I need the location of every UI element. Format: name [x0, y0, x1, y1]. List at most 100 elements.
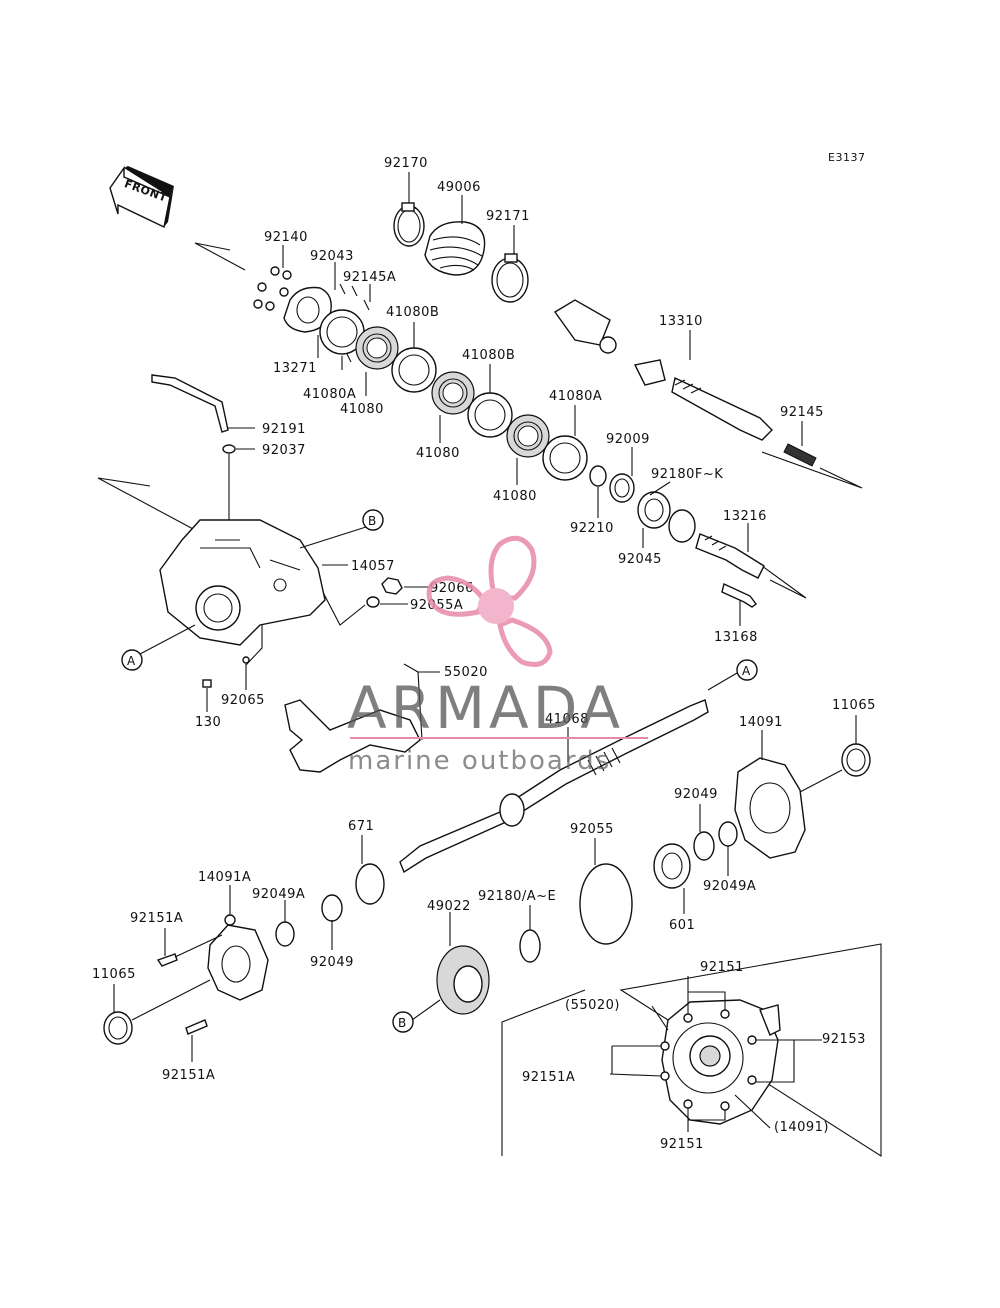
label-11065-right: 11065	[832, 698, 876, 713]
label-92170: 92170	[384, 156, 428, 171]
label-92065: 92065	[221, 693, 265, 708]
label-49022: 49022	[427, 899, 471, 914]
label-41080A-2: 41080A	[549, 389, 602, 404]
label-92140: 92140	[264, 230, 308, 245]
label-92180AE: 92180/A~E	[478, 889, 556, 904]
part-ring-92037	[222, 444, 255, 520]
part-pins-92145A	[339, 283, 371, 363]
label-92049-left: 92049	[310, 955, 354, 970]
label-92066: 92066	[430, 581, 474, 596]
label-92145A: 92145A	[343, 270, 396, 285]
ref-circle-b-top: B	[299, 509, 384, 549]
part-shaft-13310	[553, 299, 773, 441]
diagram-code: E3137	[828, 151, 865, 164]
label-92049A-left: 92049A	[252, 887, 305, 902]
inset-detail: 92151 (55020) 92153 92151A (14091) 92151	[501, 943, 882, 1158]
part-bearing-601	[653, 843, 691, 914]
label-13168: 13168	[714, 630, 758, 645]
ref-circle-a-right: A	[707, 659, 758, 691]
label-92009: 92009	[606, 432, 650, 447]
ref-letter-b-top: B	[368, 514, 376, 528]
label-49006: 49006	[437, 180, 481, 195]
label-41080B-2: 41080B	[462, 348, 515, 363]
label-41080-1: 41080	[340, 402, 384, 417]
part-ring-92049A-right	[718, 821, 738, 876]
part-bolt-92151A-bottom	[185, 1019, 208, 1062]
ref-circle-b-bottom: B	[392, 1011, 414, 1033]
label-14091: 14091	[739, 715, 783, 730]
watermark: ARMADA marine outboards	[347, 535, 648, 776]
guide-lines	[97, 242, 863, 666]
part-shim-92180AE	[519, 905, 541, 963]
inset-label-92151-top: 92151	[700, 960, 744, 975]
label-41080-3: 41080	[493, 489, 537, 504]
watermark-tagline: marine outboards	[348, 746, 611, 776]
part-housing-14091A	[207, 885, 269, 1001]
ref-letter-a-left: A	[127, 654, 136, 668]
label-41068: 41068	[545, 712, 589, 727]
label-14091A: 14091A	[198, 870, 251, 885]
part-ring-92009	[609, 447, 635, 503]
part-plate-41080A-1	[319, 309, 365, 370]
part-bracket-55020	[284, 663, 440, 773]
inset-label-14091: (14091)	[774, 1120, 829, 1135]
part-balls-92140	[253, 245, 292, 311]
part-cap-11065-right	[799, 715, 871, 793]
part-bearing-92045	[637, 491, 671, 548]
part-bolt-130	[202, 679, 212, 712]
ref-circle-a-left: A	[121, 624, 196, 671]
part-clamp-92170	[393, 172, 425, 247]
part-seal-92210	[589, 465, 607, 518]
label-671: 671	[348, 819, 374, 834]
front-arrow-icon: FRONT	[109, 165, 174, 229]
part-plate-41080A-2	[542, 405, 588, 481]
label-130: 130	[195, 715, 221, 730]
label-13310: 13310	[659, 314, 703, 329]
part-oring-92055	[579, 838, 633, 945]
part-clamp-92171	[491, 225, 529, 303]
label-13271: 13271	[273, 361, 317, 376]
label-92055: 92055	[570, 822, 614, 837]
label-92049-right: 92049	[674, 787, 718, 802]
label-92151A-bottom: 92151A	[162, 1068, 215, 1083]
part-case-14057	[159, 519, 348, 646]
label-92171: 92171	[486, 209, 530, 224]
part-housing-14091	[734, 730, 806, 859]
label-14057: 14057	[351, 559, 395, 574]
ref-letter-a-right: A	[742, 664, 751, 678]
label-92037: 92037	[262, 443, 306, 458]
part-disc-41080-1	[355, 326, 399, 396]
label-13216: 13216	[723, 509, 767, 524]
label-92045: 92045	[618, 552, 662, 567]
inset-label-92151-bottom: 92151	[660, 1137, 704, 1152]
part-bolt-92151A-top	[156, 928, 223, 967]
part-disc-41080-2	[431, 371, 475, 443]
label-92180FK: 92180F~K	[651, 467, 723, 482]
part-spring-92145	[783, 421, 817, 467]
watermark-brand: ARMADA	[347, 674, 624, 742]
part-nut-92066	[381, 577, 430, 595]
part-oring-92055A	[366, 596, 408, 608]
part-pinion-13216	[695, 523, 765, 579]
part-shaft-41068	[399, 699, 709, 874]
label-41080B-1: 41080B	[386, 305, 439, 320]
label-11065-left: 11065	[92, 967, 136, 982]
part-seal-92049-right	[693, 804, 715, 861]
label-601: 601	[669, 918, 695, 933]
label-92191: 92191	[262, 422, 306, 437]
label-92049A-right: 92049A	[703, 879, 756, 894]
part-plate-13271	[283, 262, 336, 358]
part-gear-49022	[411, 912, 490, 1021]
label-92210: 92210	[570, 521, 614, 536]
part-pin-13168	[721, 583, 757, 626]
part-plate-41080B-1	[391, 322, 437, 393]
label-92145: 92145	[780, 405, 824, 420]
inset-label-55020: (55020)	[565, 998, 620, 1013]
label-41080A-1: 41080A	[303, 387, 356, 402]
part-shim-92180FK	[649, 481, 696, 543]
part-cap-11065-left	[103, 979, 211, 1045]
part-plug-92065	[242, 656, 250, 690]
label-41080-2: 41080	[416, 446, 460, 461]
